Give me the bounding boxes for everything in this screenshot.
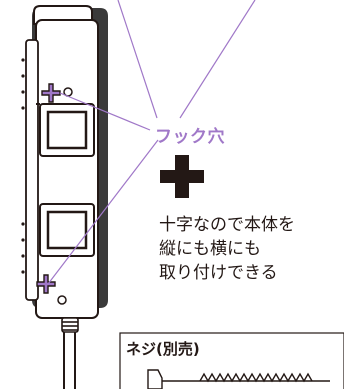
cross-hook-hole-upper [41, 83, 61, 103]
description-line-2: 縦にも横にも [159, 239, 261, 259]
cross-hook-hole-lower [36, 274, 56, 294]
outlet-upper [36, 103, 95, 157]
cord-strain-relief [61, 317, 79, 333]
hook-leader-lines [47, 92, 159, 285]
side-grip-dots [21, 58, 25, 274]
screw-box-title: ネジ(別売) [126, 340, 200, 358]
hook-hole-label: フック穴 [155, 127, 225, 147]
outlet-lower [39, 203, 95, 257]
cross-shape-icon [160, 155, 204, 198]
cross-description: 十字なので本体を 縦にも横にも 取り付けできる [159, 213, 295, 285]
power-cord [63, 332, 76, 389]
top-pointer-lines [117, 0, 256, 119]
power-strip-device [21, 5, 108, 389]
description-line-1: 十字なので本体を [159, 215, 295, 235]
description-line-3: 取り付けできる [159, 263, 278, 283]
small-hole-lower [57, 295, 67, 305]
screw-icon [147, 369, 330, 389]
